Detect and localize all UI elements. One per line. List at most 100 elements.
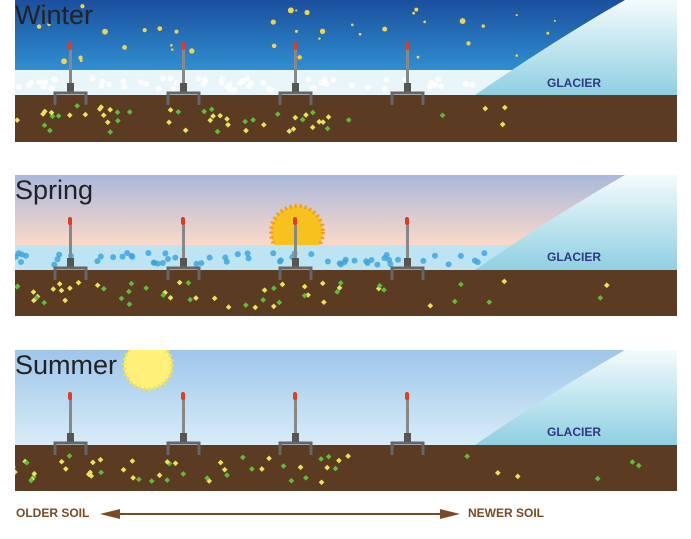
microbe	[242, 302, 249, 308]
ice-crystal	[56, 251, 63, 258]
soil-sensor	[53, 392, 88, 455]
summer-panel: Summer GLACIER	[15, 350, 677, 491]
microbe	[297, 464, 304, 471]
microbe	[58, 287, 65, 294]
microbe	[336, 457, 342, 464]
ice-crystal	[420, 257, 427, 264]
microbe	[74, 103, 80, 109]
microbe	[40, 111, 46, 117]
snowflake	[143, 80, 150, 87]
star	[350, 23, 354, 27]
ice-crystal	[363, 258, 370, 265]
glacier-label: GLACIER	[547, 76, 601, 90]
microbe	[62, 466, 69, 472]
microbe	[115, 117, 121, 124]
snowflake	[48, 85, 55, 92]
ice-crystal	[308, 251, 315, 258]
spring-panel: Spring GLACIER	[15, 175, 677, 316]
snowflake	[89, 75, 96, 82]
soil	[15, 270, 677, 316]
soil-sensor	[278, 42, 313, 105]
star	[78, 55, 83, 60]
microbe	[324, 464, 331, 471]
ice-crystal	[159, 259, 166, 266]
microbe	[96, 106, 103, 112]
microbe	[276, 299, 283, 306]
ice-crystal	[172, 254, 179, 261]
microbe	[303, 112, 309, 118]
microbe	[182, 127, 189, 134]
microbe	[499, 121, 506, 128]
soil-sensor	[278, 392, 313, 455]
glacier-label: GLACIER	[547, 250, 601, 264]
snowflake	[364, 84, 371, 91]
spring-illustration	[15, 175, 677, 316]
ice-crystal	[481, 250, 488, 257]
ice-crystal	[457, 252, 464, 259]
star	[466, 41, 471, 46]
ice-crystal	[94, 258, 101, 265]
microbe	[332, 465, 339, 472]
microbe	[242, 118, 248, 125]
star	[170, 44, 173, 47]
microbe	[208, 106, 215, 113]
star	[142, 28, 147, 33]
snowflake	[120, 78, 127, 85]
ice-crystal	[386, 256, 393, 263]
microbe	[301, 283, 308, 290]
star	[157, 26, 163, 31]
snowflake	[218, 75, 225, 82]
glacier	[475, 350, 677, 445]
soil-sensor	[166, 392, 201, 455]
ice-crystal	[206, 254, 213, 261]
microbe	[148, 478, 155, 484]
microbe	[288, 477, 295, 484]
snowflake	[239, 78, 246, 85]
microbe	[271, 285, 277, 292]
snowflake	[98, 82, 105, 89]
snowflake	[248, 80, 255, 87]
snowflake	[438, 83, 445, 90]
microbe	[224, 116, 230, 122]
microbe	[217, 459, 224, 466]
glacier	[475, 0, 677, 95]
microbe	[98, 469, 104, 476]
ice-crystal	[474, 259, 481, 266]
microbe	[240, 454, 246, 461]
winter-illustration	[15, 0, 677, 142]
older-soil-label: OLDER SOIL	[16, 506, 90, 520]
snowflake	[51, 76, 58, 83]
ice-crystal	[51, 261, 58, 268]
microbe	[290, 126, 297, 132]
ice-crystal	[395, 256, 402, 263]
snowflake	[330, 77, 337, 84]
star	[304, 9, 310, 16]
microbe	[336, 285, 343, 291]
star	[416, 55, 420, 59]
star	[481, 24, 485, 28]
ice-crystal	[374, 261, 381, 268]
soil-age-arrow	[100, 509, 460, 519]
snowflake	[195, 75, 202, 82]
glacier-label: GLACIER	[547, 425, 601, 439]
ice-crystal	[245, 255, 252, 262]
snowflake	[260, 80, 267, 87]
star	[47, 22, 51, 27]
snowflake	[137, 79, 144, 86]
ice-crystal	[222, 254, 229, 261]
star	[546, 31, 550, 35]
microbe	[55, 113, 62, 119]
star	[358, 32, 362, 36]
soil-sensor	[166, 217, 201, 280]
snowflake	[28, 79, 35, 86]
ice-crystal	[383, 252, 390, 259]
ice-crystal	[124, 250, 131, 257]
snowflake	[36, 79, 43, 86]
star	[80, 4, 85, 9]
microbe	[100, 112, 107, 119]
star	[318, 37, 321, 40]
ice-crystal	[198, 260, 205, 267]
microbe	[310, 109, 316, 116]
glacier	[475, 175, 677, 270]
snowflake	[268, 86, 275, 93]
